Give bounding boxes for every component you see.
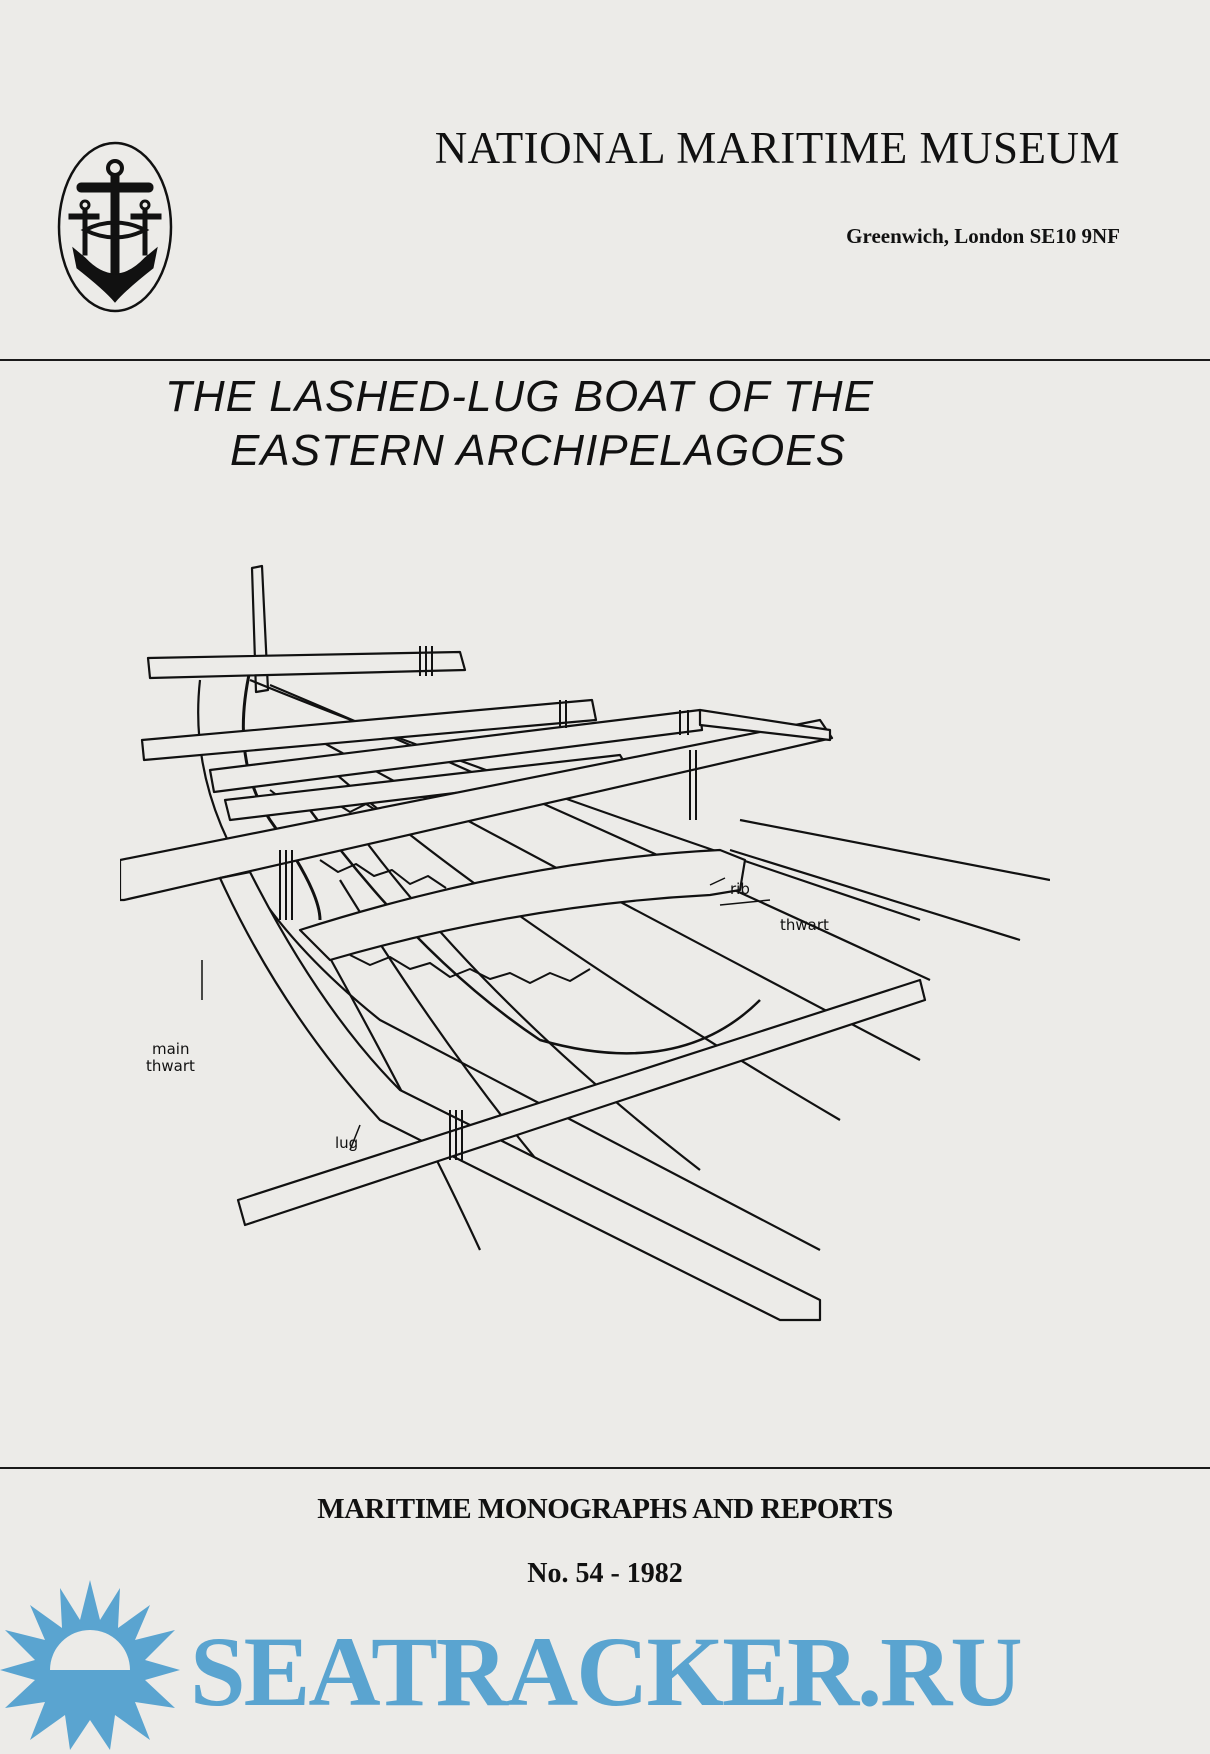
label-lug: lug bbox=[335, 1134, 358, 1152]
watermark-text: SEATRACKER.RU bbox=[190, 1616, 1023, 1727]
institution-name: NATIONAL MARITIME MUSEUM bbox=[434, 123, 1120, 173]
institution-address: Greenwich, London SE10 9NF bbox=[846, 224, 1120, 248]
anchor-emblem-icon bbox=[57, 141, 173, 313]
title-line-1: THE LASHED-LUG BOAT OF THE bbox=[165, 372, 874, 421]
label-main-thwart-line2: thwart bbox=[146, 1057, 195, 1075]
boat-illustration: rib thwart main thwart lug bbox=[120, 564, 1050, 1322]
label-main-thwart-line1: main bbox=[152, 1040, 189, 1058]
series-title: MARITIME MONOGRAPHS AND REPORTS bbox=[317, 1493, 893, 1525]
label-thwart: thwart bbox=[780, 916, 829, 934]
sun-logo-icon bbox=[0, 1580, 180, 1750]
divider-bottom bbox=[0, 1467, 1210, 1469]
label-rib: rib bbox=[730, 880, 750, 898]
divider-top bbox=[0, 359, 1210, 361]
issue-number: No. 54 - 1982 bbox=[527, 1558, 683, 1589]
title-line-2: EASTERN ARCHIPELAGOES bbox=[230, 426, 846, 475]
